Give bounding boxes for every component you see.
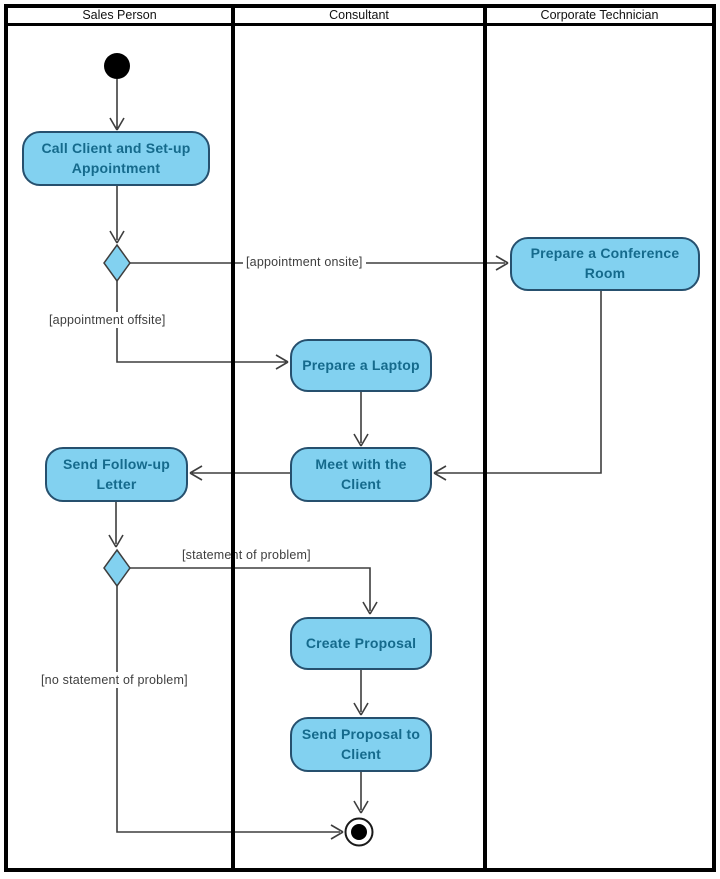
flow-conference-room-to-meet-client [433,291,602,481]
flow-decision1-to-prepare-laptop [116,281,289,370]
guard-appointment-offsite: [appointment offsite] [46,312,169,328]
flow-decision2-to-final [116,586,344,840]
flow-decision2-to-create-proposal [130,567,378,615]
lane-header-sales-person: Sales Person [82,8,157,22]
flow-start-to-call-client [109,79,125,131]
lane-header-consultant: Consultant [329,8,389,22]
activity-call-client: Call Client and Set-up Appointment [22,131,210,186]
lane-header-separator [4,23,716,26]
lane-divider-2 [483,4,487,870]
decision-1-diamond [103,243,131,283]
flow-call-client-to-decision1 [109,186,125,244]
flow-create-proposal-to-send-proposal [353,670,369,716]
activity-send-proposal-to-client: Send Proposal to Client [290,717,432,772]
initial-node [104,53,130,79]
flow-send-proposal-to-final [353,772,369,814]
activity-final-node [344,817,374,847]
activity-prepare-laptop: Prepare a Laptop [290,339,432,392]
activity-prepare-conference-room: Prepare a Conference Room [510,237,700,291]
activity-create-proposal: Create Proposal [290,617,432,670]
activity-meet-with-client: Meet with the Client [290,447,432,502]
lane-header-corporate-technician: Corporate Technician [540,8,659,22]
guard-no-statement-of-problem: [no statement of problem] [38,672,191,688]
flow-meet-client-to-send-followup [189,465,290,481]
guard-appointment-onsite: [appointment onsite] [243,254,366,270]
flow-prepare-laptop-to-meet-client [353,392,369,447]
activity-send-followup-letter: Send Follow-up Letter [45,447,188,502]
decision-2-diamond [103,548,131,588]
lane-divider-1 [231,4,235,870]
flow-send-followup-to-decision2 [108,502,124,548]
guard-statement-of-problem: [statement of problem] [179,547,314,563]
